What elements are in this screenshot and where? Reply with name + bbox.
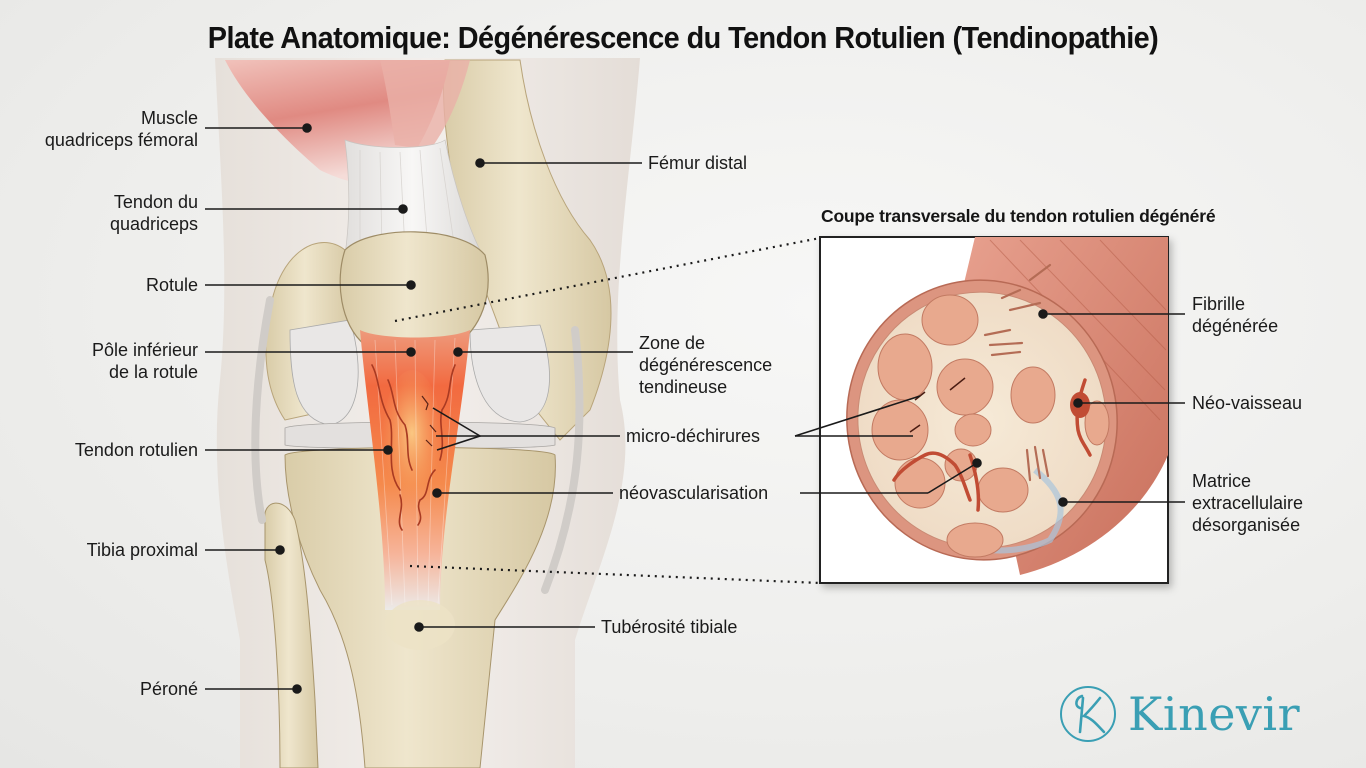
label-neo-vaisseau: Néo-vaisseau: [1192, 393, 1303, 413]
fibula-bone: [264, 502, 319, 768]
label-neovascularisation: néovascularisation: [619, 483, 769, 503]
inset-title: Coupe transversale du tendon rotulien dé…: [821, 206, 1216, 226]
quadriceps-tendon: [344, 139, 481, 256]
page-title: Plate Anatomique: Dégénérescence du Tend…: [207, 20, 1159, 55]
brand-logo: Kinevir: [1058, 684, 1300, 744]
label-micro-dechirures: micro-déchirures: [626, 426, 761, 446]
label-perone: Péroné: [139, 679, 198, 699]
label-rotule: Rotule: [145, 275, 198, 295]
label-tibia-proximal: Tibia proximal: [86, 540, 198, 560]
logo-wordmark: Kinevir: [1128, 687, 1301, 741]
label-tuberosite-tibiale: Tubérosité tibiale: [601, 617, 738, 637]
label-femur-distal: Fémur distal: [648, 153, 748, 173]
label-tendon-rotulien: Tendon rotulien: [74, 440, 198, 460]
logo-k-circle-icon: [1060, 686, 1116, 742]
